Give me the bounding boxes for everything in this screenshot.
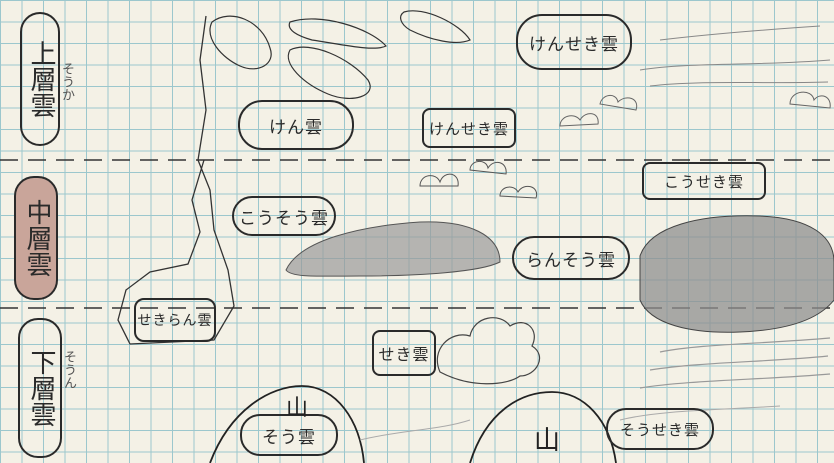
cloud-label-kensekiun-2: けんせき雲 bbox=[422, 108, 516, 148]
fog-lines bbox=[360, 406, 780, 440]
upper-layer-note: そうか bbox=[60, 62, 73, 101]
middle-layer-text: 中層雲 bbox=[21, 199, 51, 277]
cloud-label-sekiun: せき雲 bbox=[372, 330, 436, 376]
cloud-label-kousouun: こうそう雲 bbox=[232, 196, 336, 236]
cloud-text-sekiun: せき雲 bbox=[378, 341, 429, 365]
altocumulus-puffs bbox=[420, 161, 537, 198]
cumulonimbus-outline bbox=[118, 16, 234, 344]
cloud-label-kensekiun: けんせき雲 bbox=[516, 14, 632, 70]
cloud-text-sekiranun: せきらん雲 bbox=[138, 310, 213, 330]
cloud-label-sousekiun: そうせき雲 bbox=[606, 408, 714, 450]
cirrocumulus-puffs bbox=[560, 92, 830, 126]
middle-layer-label: 中層雲 bbox=[14, 176, 58, 300]
stratus-streaks bbox=[640, 338, 830, 388]
cirrus-outline-4 bbox=[401, 11, 470, 43]
cloud-label-kenun: けん雲 bbox=[238, 100, 354, 150]
cirrus-wisps bbox=[640, 26, 830, 86]
cloud-text-kensekiun-2: けんせき雲 bbox=[429, 118, 509, 139]
lower-layer-text: 下層雲 bbox=[25, 349, 55, 427]
cloud-text-kenun: けん雲 bbox=[269, 113, 323, 138]
cloud-text-kousekiun: こうせき雲 bbox=[664, 171, 744, 192]
cloud-text-souun: そう雲 bbox=[262, 423, 316, 448]
cloud-text-ransouun: らんそう雲 bbox=[526, 246, 616, 271]
lower-layer-label: 下層雲 bbox=[18, 318, 62, 458]
upper-layer-label: 上層雲 bbox=[20, 12, 60, 146]
cirrus-outline-1 bbox=[210, 16, 271, 69]
cloud-label-kousekiun: こうせき雲 bbox=[642, 162, 766, 200]
cloud-label-sekiranun: せきらん雲 bbox=[134, 298, 216, 342]
mountain-label-left: 山 bbox=[286, 390, 308, 422]
cumulonimbus-right-shading bbox=[640, 216, 834, 332]
mountain-label-right: 山 bbox=[534, 420, 560, 457]
cirrus-outline-2 bbox=[288, 47, 370, 98]
cirrus-outline-3 bbox=[289, 19, 386, 48]
cloud-label-ransouun: らんそう雲 bbox=[512, 236, 630, 280]
cloud-text-kensekiun: けんせき雲 bbox=[529, 30, 619, 55]
upper-layer-text: 上層雲 bbox=[25, 40, 55, 118]
cumulus-outline bbox=[437, 318, 539, 384]
cloud-text-sousekiun: そうせき雲 bbox=[620, 419, 700, 440]
cloud-text-kousouun: こうそう雲 bbox=[239, 204, 329, 229]
lower-layer-note: そうん bbox=[62, 350, 75, 389]
